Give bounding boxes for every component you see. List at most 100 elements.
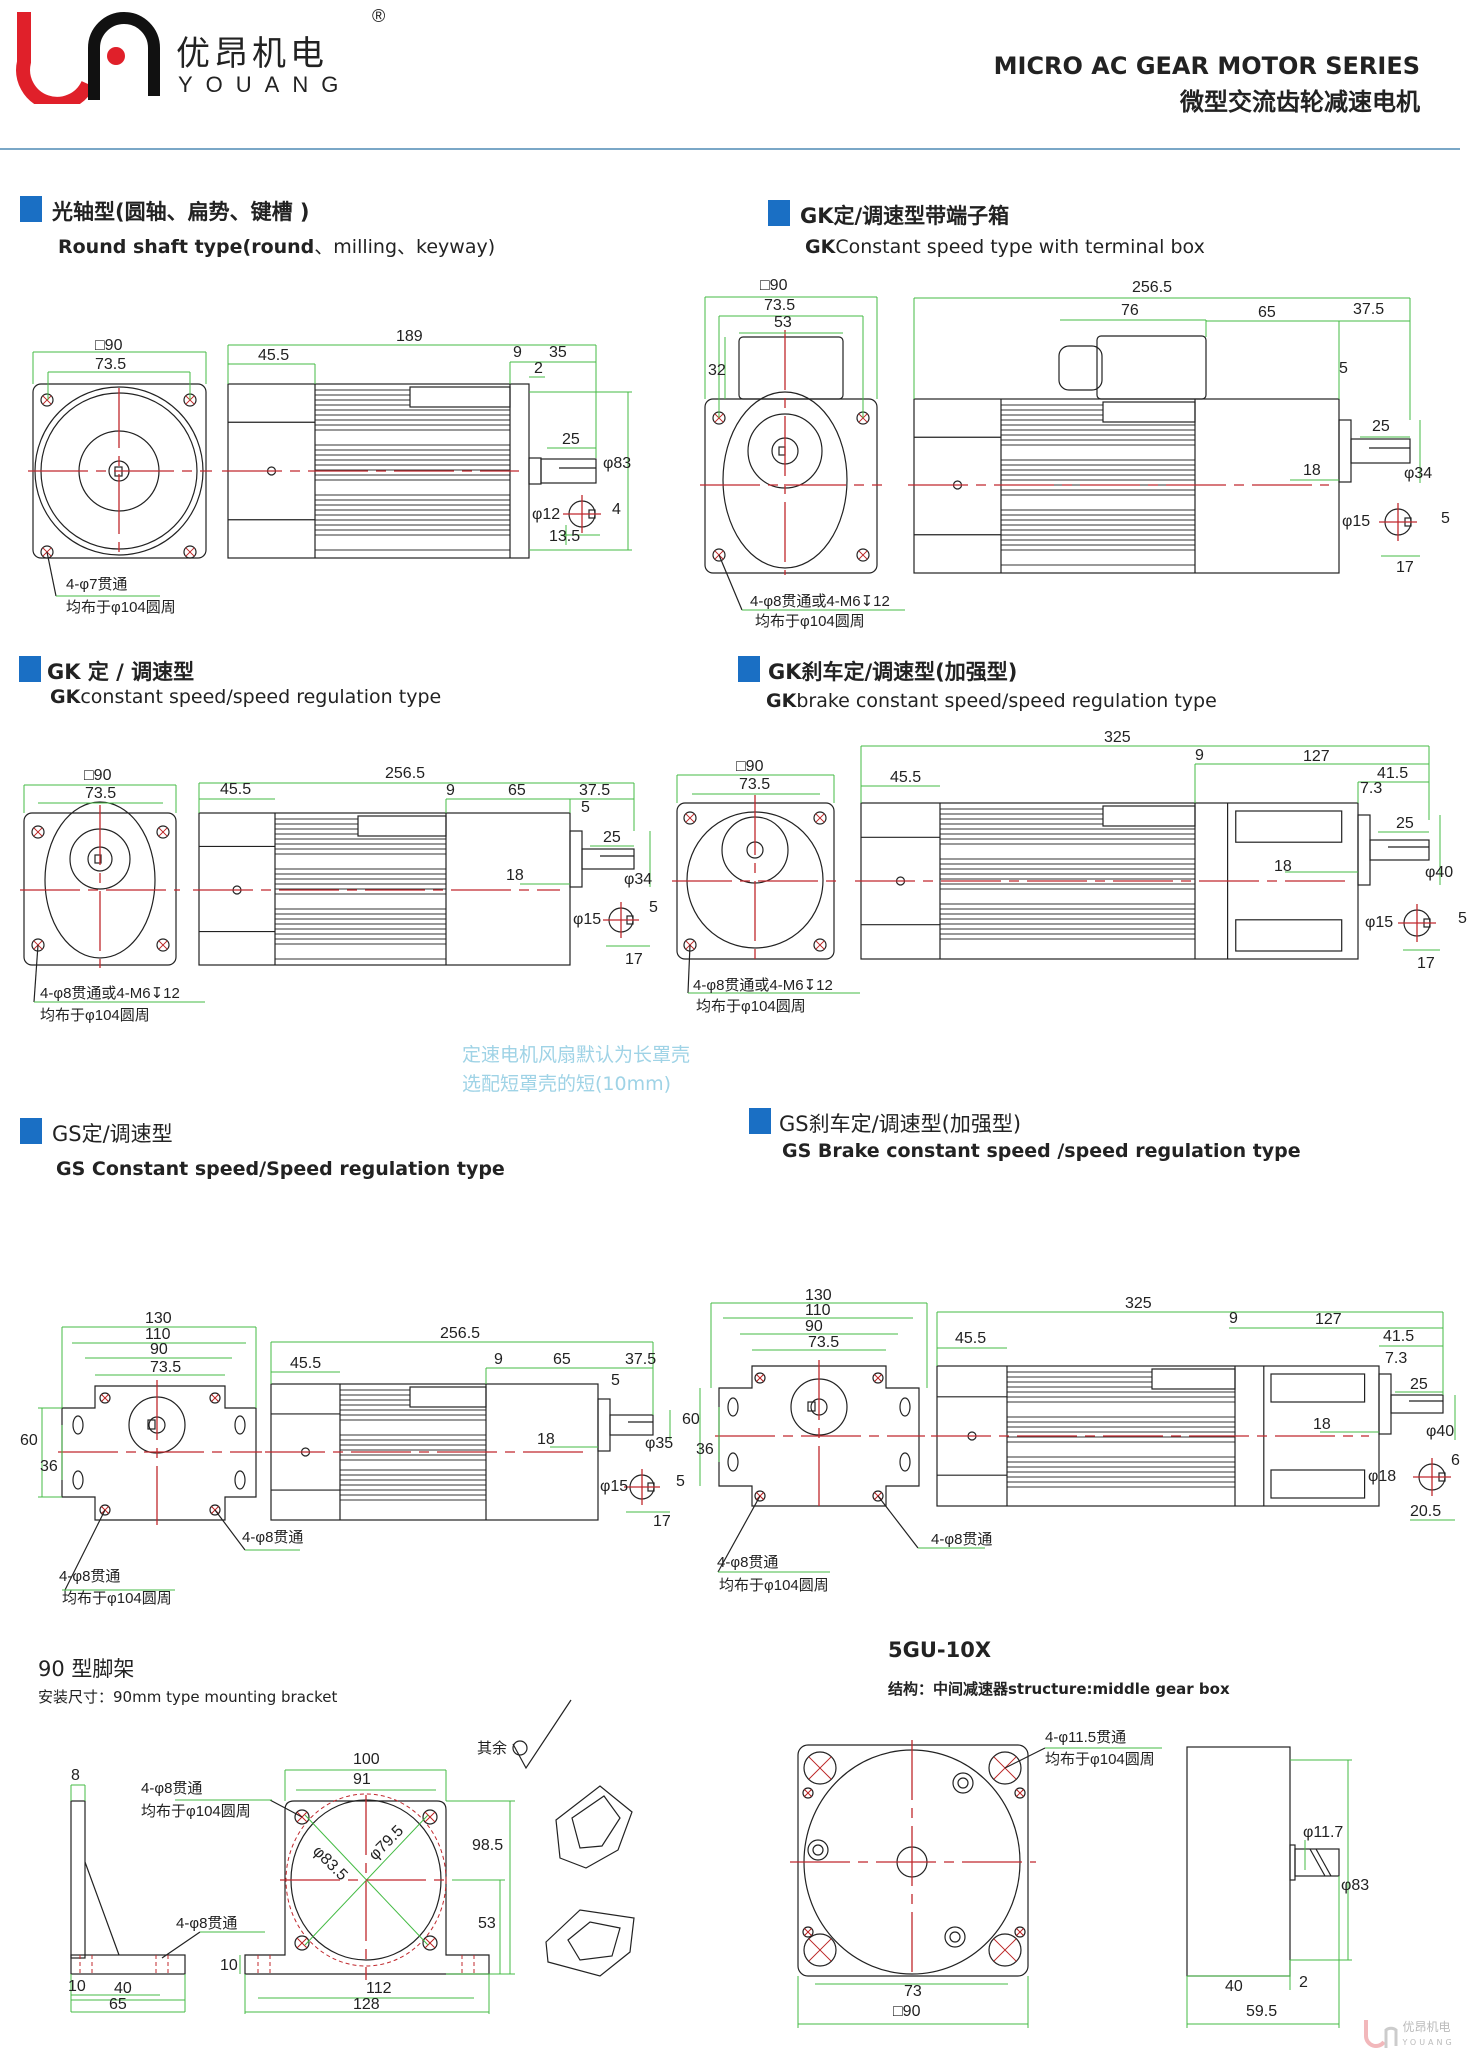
dimension-label: 100 (353, 1751, 380, 1768)
section-marker (20, 1118, 42, 1144)
side-mounting-hole (234, 1470, 246, 1490)
dimension-label: φ12 (532, 506, 560, 523)
bracket-upright (70, 1800, 86, 1959)
mounting-hole-icon (209, 1504, 221, 1516)
annotation-note: 4-φ8贯通或4-M6↧12 (750, 593, 890, 610)
dimension-label: 17 (653, 1513, 671, 1530)
dimension-label: 36 (696, 1441, 714, 1458)
gearbox-side-view (1186, 1746, 1291, 1977)
dimension-label: 65 (109, 1996, 127, 2013)
leader-line (717, 1495, 761, 1573)
section-subtitle-gk-brake: GKbrake constant speed/speed regulation … (766, 690, 1217, 712)
hole-cross-line (858, 550, 868, 560)
shaft-key (147, 1419, 156, 1430)
lead-wire-cover (409, 386, 511, 408)
dimension-label: 7.3 (1360, 780, 1382, 797)
subtitle-bold: Round shaft type(round (58, 236, 315, 258)
dimension-label: 9 (1195, 747, 1204, 764)
dimension-label: 59.5 (1246, 2003, 1277, 2020)
hole-cross-line (424, 1937, 436, 1949)
annotation-note: 均布于φ104圆周 (40, 1007, 150, 1024)
section-title-5gu: 5GU-10X (888, 1638, 992, 1662)
dimension-label: φ40 (1425, 864, 1453, 881)
hole-cross-line (815, 813, 825, 823)
dimension-label: 17 (1417, 955, 1435, 972)
section-subtitle-gs-speed: GS Constant speed/Speed regulation type (56, 1158, 505, 1180)
bracket-3d-view-icon (555, 1785, 633, 1869)
subtitle-bold: GK (50, 686, 81, 708)
bolt-circle (812, 1844, 824, 1856)
dimension-label: 4 (612, 501, 621, 518)
dimension-label: 18 (1274, 858, 1292, 875)
hole-cross-line (1016, 1928, 1024, 1936)
dimension-label: 256.5 (440, 1325, 480, 1342)
annotation-note: 4-φ8贯通 (59, 1568, 120, 1585)
dimension-label: 9 (1229, 1310, 1238, 1327)
cable-gland (1058, 345, 1103, 391)
dimension-label: 40 (1225, 1978, 1243, 1995)
dimension-label: □90 (893, 2003, 921, 2020)
dimension-label: 17 (625, 951, 643, 968)
dimension-label: 5 (1441, 510, 1450, 527)
side-mounting-hole (72, 1415, 84, 1435)
dimension-label: 45.5 (258, 347, 289, 364)
dimension-label: 91 (353, 1771, 371, 1788)
section-marker (19, 656, 41, 682)
lead-wire-cover (1102, 401, 1196, 423)
dimension-label: 128 (353, 1996, 380, 2013)
section-title-round-shaft: 光轴型(圆轴、扁势、键槽 ) (52, 200, 310, 224)
fan-cover-note-line2: 选配短罩壳的短(10mm) (462, 1073, 672, 1095)
subtitle-rest: brake constant speed/speed regulation ty… (796, 690, 1217, 712)
hole-cross-line (874, 1374, 882, 1382)
bolt-circle (949, 1931, 961, 1943)
annotation-note: 均布于φ104圆周 (755, 613, 865, 630)
mounting-hole-icon (813, 811, 827, 825)
dimension-label: 325 (1125, 1295, 1152, 1312)
dimension-label: 18 (1313, 1416, 1331, 1433)
mounting-hole-icon (156, 825, 170, 839)
mounting-hole-icon (1014, 1787, 1026, 1799)
section-marker (738, 656, 760, 682)
leader-line (161, 1931, 201, 1959)
hole-cross-line (804, 1789, 812, 1797)
brake-detail (1270, 1373, 1366, 1403)
lead-wire-cover (357, 815, 447, 837)
dimension-label: □90 (736, 758, 764, 775)
dimension-label: 110 (145, 1326, 171, 1343)
annotation-note: 4-φ8贯通 (242, 1529, 303, 1546)
mounting-hole-icon (1014, 1926, 1026, 1938)
bolt-circle (807, 1839, 829, 1861)
dimension-label: φ83 (603, 455, 631, 472)
dimension-label: 18 (506, 867, 524, 884)
dimension-label: φ11.7 (1303, 1824, 1343, 1841)
dimension-label: 41.5 (1377, 765, 1408, 782)
section-subtitle-5gu: 结构：中间减速器structure:middle gear box (888, 1680, 1230, 1698)
flange-lip (1289, 1844, 1296, 1881)
brake-detail (1270, 1469, 1366, 1499)
leader-line (877, 1495, 919, 1549)
dimension-label: 10 (68, 1978, 86, 1995)
dimension-label: 35 (549, 344, 567, 361)
bolt-circle (957, 1777, 969, 1789)
dimension-label: 110 (805, 1302, 831, 1319)
section-title-gk-terminal-box: GK定/调速型带端子箱 (800, 204, 1010, 228)
hole-cross-line (808, 1938, 832, 1962)
gearbox-outline (722, 391, 848, 569)
dimension-label: 256.5 (1132, 279, 1172, 296)
mounting-hole-icon (422, 1809, 438, 1825)
leader-line (214, 1509, 246, 1551)
dimension-label: 73.5 (85, 785, 116, 802)
side-mounting-hole (72, 1470, 84, 1490)
hole-cross-line (804, 1928, 812, 1936)
dimension-label: 25 (1396, 815, 1414, 832)
brand-name-cn: 优昂机电 (176, 34, 328, 74)
gearbox-front-view (704, 398, 878, 574)
dimension-label: 73.5 (95, 356, 126, 373)
dimension-label: 17 (1396, 559, 1414, 576)
dimension-label: φ35 (645, 1435, 673, 1452)
dimension-label: 90 (150, 1341, 168, 1358)
hole-cross-line (815, 940, 825, 950)
hole-cross-line (1016, 1789, 1024, 1797)
shaft-boss (569, 830, 583, 888)
dimension-label: 73 (904, 1983, 922, 2000)
